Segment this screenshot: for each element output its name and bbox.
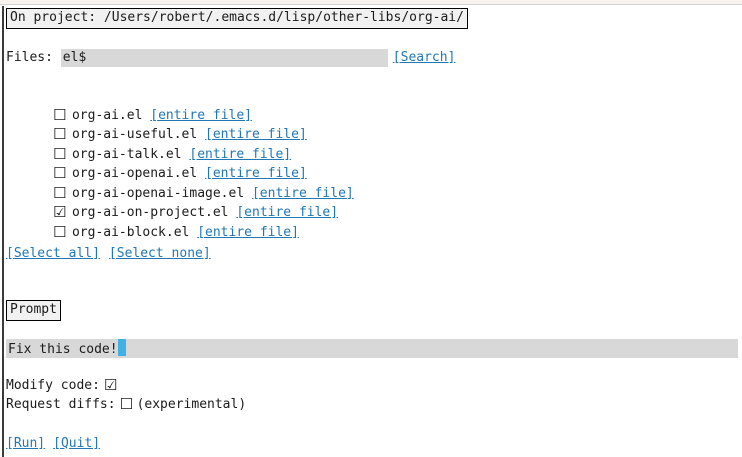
entire-file-link[interactable]: [entire file]: [205, 127, 307, 142]
file-name: org-ai-block.el: [71, 224, 190, 240]
actions-row: [Run] [Quit]: [6, 434, 742, 453]
files-pattern-input[interactable]: el$: [60, 49, 388, 67]
file-row: ☑ org-ai-on-project.el [entire file]: [6, 184, 742, 221]
file-name: org-ai-on-project.el: [71, 205, 229, 220]
window-left-divider: [2, 6, 4, 457]
file-list: ☐org-ai.el [entire file] ☐org-ai-useful.…: [6, 86, 742, 241]
file-checkbox[interactable]: ☑: [52, 203, 67, 221]
file-name: org-ai-openai-image.el: [71, 185, 245, 201]
quit-button[interactable]: [Quit]: [53, 435, 101, 451]
selection-links-row: [Select all] [Select none]: [6, 244, 742, 263]
file-row: ☐ org-ai-openai.el [entire file]: [6, 145, 742, 182]
file-checkbox[interactable]: ☐: [52, 105, 67, 124]
entire-file-link[interactable]: [entire file]: [150, 107, 252, 123]
search-button[interactable]: [Search]: [392, 50, 456, 65]
modify-code-row: Modify code:☑: [6, 376, 742, 396]
request-diffs-row: Request diffs:☐(experimental): [6, 395, 742, 415]
select-none-link[interactable]: [Select none]: [108, 245, 211, 261]
file-name: org-ai-useful.el: [71, 127, 198, 142]
files-filter-row: Files: el$ [Search]: [6, 48, 742, 67]
file-row: ☐ org-ai-useful.el [entire file]: [6, 106, 742, 143]
file-name: org-ai-openai.el: [71, 166, 198, 181]
file-checkbox[interactable]: ☐: [52, 144, 67, 163]
file-checkbox[interactable]: ☐: [52, 222, 67, 241]
request-diffs-note: (experimental): [136, 397, 247, 412]
prompt-input-value: Fix this code!: [8, 341, 118, 357]
files-label: Files:: [6, 50, 53, 65]
file-checkbox[interactable]: ☐: [52, 164, 67, 182]
entire-file-link[interactable]: [entire file]: [205, 166, 307, 181]
file-row: ☐org-ai-openai-image.el [entire file]: [6, 164, 742, 202]
modify-code-checkbox[interactable]: ☑: [103, 375, 118, 394]
org-ai-on-project-buffer: On project: /Users/robert/.emacs.d/lisp/…: [0, 5, 742, 453]
file-checkbox[interactable]: ☐: [52, 125, 67, 143]
file-row: ☐org-ai.el [entire file]: [6, 86, 742, 124]
run-button[interactable]: [Run]: [6, 435, 46, 451]
file-name: org-ai.el: [71, 107, 143, 123]
project-header: On project: /Users/robert/.emacs.d/lisp/…: [6, 8, 468, 29]
request-diffs-checkbox[interactable]: ☐: [119, 395, 134, 413]
prompt-header: Prompt: [6, 299, 61, 321]
prompt-input[interactable]: Fix this code!: [6, 338, 738, 358]
options-section: Modify code:☑ Request diffs:☐(experiment…: [6, 376, 742, 415]
entire-file-link[interactable]: [entire file]: [189, 146, 292, 162]
entire-file-link[interactable]: [entire file]: [197, 224, 299, 240]
request-diffs-label: Request diffs:: [6, 397, 116, 412]
select-all-link[interactable]: [Select all]: [6, 245, 100, 261]
window-top-strip: [0, 0, 742, 5]
file-row: ☐org-ai-block.el [entire file]: [6, 203, 742, 241]
modify-code-label: Modify code:: [6, 377, 100, 393]
text-cursor: [117, 338, 126, 356]
entire-file-link[interactable]: [entire file]: [251, 185, 354, 201]
file-name: org-ai-talk.el: [71, 146, 182, 162]
file-checkbox[interactable]: ☐: [52, 183, 67, 202]
entire-file-link[interactable]: [entire file]: [236, 205, 339, 220]
file-row: ☐org-ai-talk.el [entire file]: [6, 125, 742, 163]
